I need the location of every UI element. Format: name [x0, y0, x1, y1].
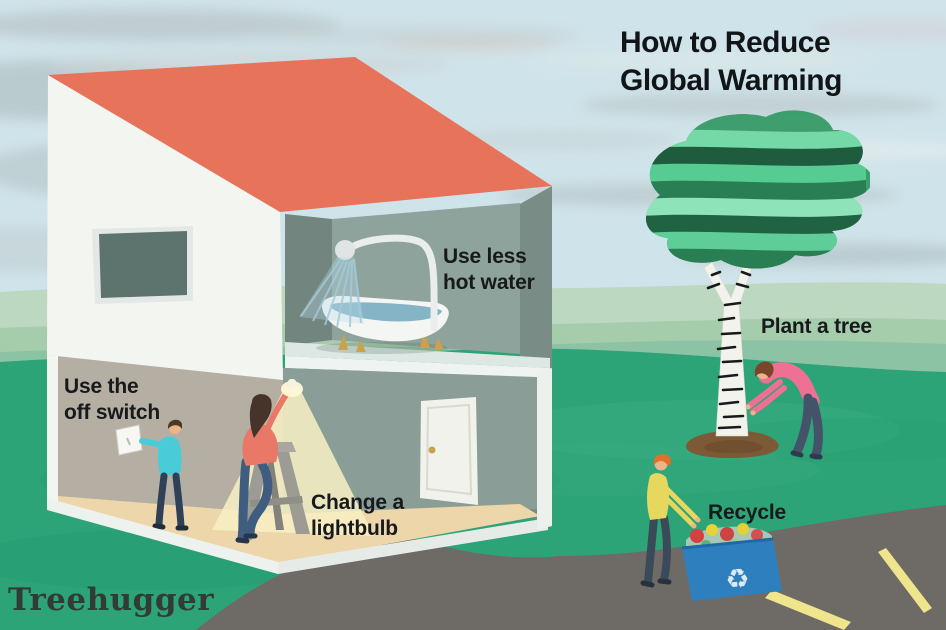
lower-left-wall [50, 356, 283, 516]
bathtub [316, 295, 449, 354]
bathroom-side-wall [285, 214, 332, 346]
label-plant-a-tree: Plant a tree [761, 315, 872, 338]
bin-body [682, 539, 782, 601]
tree-planter-person [745, 361, 823, 460]
man-at-switch [115, 419, 189, 531]
tub-water [330, 302, 442, 322]
lightbulb [281, 379, 303, 397]
planter-hair [754, 361, 774, 378]
recycle-icon: ♻ [724, 563, 750, 595]
shower-head [335, 240, 355, 260]
door [420, 397, 478, 505]
page-title: How to Reduce Global Warming [620, 26, 842, 98]
trim-left-post [47, 355, 58, 505]
recycle-bin: ♻ [681, 523, 782, 601]
label-use-the-off-switch: Use the off switch [64, 375, 160, 424]
woman-torso [242, 423, 278, 466]
man-hair [168, 419, 182, 429]
bathroom-floor [285, 342, 550, 368]
door-knob [428, 446, 436, 454]
label-use-less-hot-water: Use less hot water [443, 245, 535, 294]
road-markings [765, 548, 932, 630]
woman-hair [249, 394, 272, 438]
recycler-person [640, 454, 701, 588]
label-change-a-lightbulb: Change a lightbulb [311, 491, 404, 540]
man-torso [157, 436, 182, 476]
trim-right-edge [537, 368, 552, 530]
trim-bottom-left [47, 498, 278, 574]
house [47, 57, 552, 574]
window [92, 226, 193, 304]
roof [48, 57, 552, 212]
trim-bottom-right [278, 518, 548, 574]
trunk-bark-marks [706, 270, 752, 430]
label-recycle: Recycle [708, 501, 786, 524]
floor-slab-edge [285, 356, 550, 378]
recycler-hair [653, 454, 671, 466]
shower [299, 234, 438, 332]
light-switch [115, 424, 143, 456]
brand-logo: Treehugger [8, 582, 215, 618]
